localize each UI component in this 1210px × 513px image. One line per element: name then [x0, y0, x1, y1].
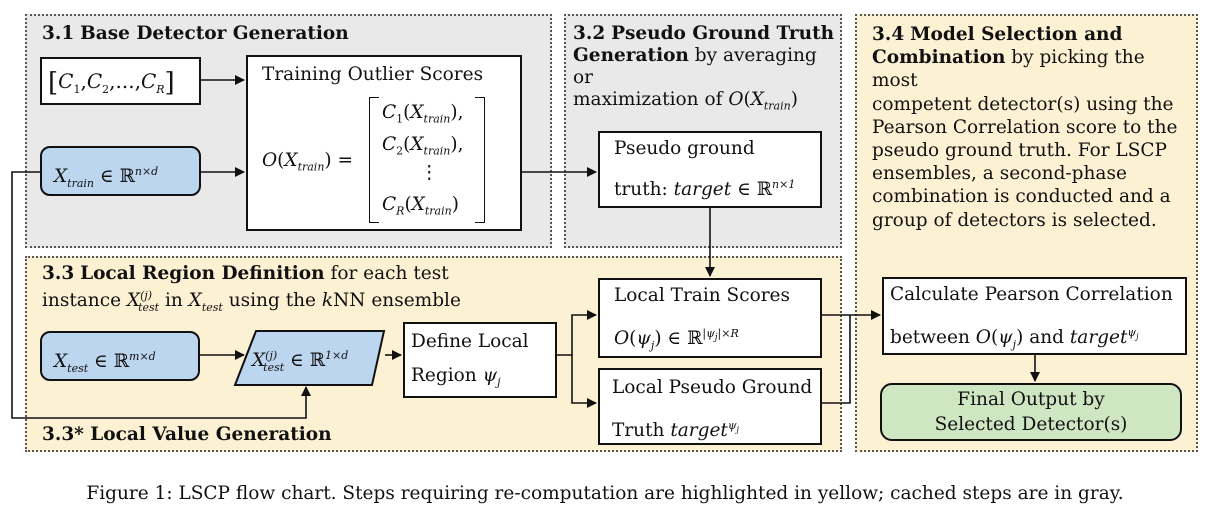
final-line2: Selected Detector(s) [934, 414, 1128, 435]
pseudo-gt-line1: Pseudo ground [614, 138, 755, 159]
matrix-bracket-mask [379, 95, 475, 225]
figure-caption: Figure 1: LSCP flow chart. Steps requiri… [86, 483, 1124, 504]
final-output-box: Final Output by Selected Detector(s) [880, 383, 1182, 441]
section-title-3-4: 3.4 Model Selection and Combination by p… [872, 24, 1178, 231]
detectors-list: [C1,C2,...,CR] [48, 68, 175, 98]
local-train-title: Local Train Scores [614, 285, 790, 306]
matrix-row-2: C2(Xtrain), [382, 134, 464, 158]
local-train-scores-box: Local Train Scores O(ψj) ∈ ℝ|ψj|×R [598, 278, 822, 358]
define-local-line1: Define Local [411, 331, 529, 352]
define-local-region-box: Define Local Region ψj [403, 322, 557, 398]
training-scores-title: Training Outlier Scores [262, 64, 484, 85]
pseudo-ground-truth-box: Pseudo ground truth: target ∈ ℝn×1 [598, 131, 822, 208]
section-title-3-2: 3.2 Pseudo Ground Truth Generation by av… [573, 23, 835, 113]
pseudo-gt-line2: truth: target ∈ ℝn×1 [614, 178, 796, 201]
calc-line1: Calculate Pearson Correlation [890, 284, 1173, 305]
matrix-row-dots: ⋮ [420, 162, 439, 183]
local-pseudo-ground-truth-box: Local Pseudo Ground Truth targetψj [598, 368, 822, 445]
matrix-row-1: C1(Xtrain), [382, 102, 464, 126]
matrix-row-r: CR(Xtrain) [382, 194, 459, 218]
detectors-box: [C1,C2,...,CR] [40, 57, 201, 105]
section-title-3-3-star: 3.3* Local Value Generation [42, 424, 332, 445]
panel-model-selection [855, 14, 1198, 452]
x-test-j-label: X(j)test ∈ ℝ1×d [252, 349, 349, 374]
x-test-box: Xtest ∈ ℝm×d [40, 331, 200, 381]
arrow-localpseudo-to-calc [822, 315, 851, 404]
arrow-xtrain-to-xtestj [11, 171, 311, 419]
local-pseudo-line2: Truth targetψj [612, 419, 739, 442]
section-title-3-3: 3.3 Local Region Definition for each tes… [42, 263, 461, 314]
x-train-box: Xtrain ∈ ℝn×d [40, 146, 201, 196]
final-line1: Final Output by [957, 389, 1105, 410]
define-local-line2: Region ψj [411, 365, 501, 389]
section-title-3-1: 3.1 Base Detector Generation [42, 23, 349, 44]
calculate-pearson-box: Calculate Pearson Correlation between O(… [882, 277, 1187, 355]
arrow-define-to-localpseudo [571, 355, 597, 408]
local-train-formula: O(ψj) ∈ ℝ|ψj|×R [614, 327, 739, 352]
calc-line2: between O(ψj) and targetψj [890, 326, 1139, 351]
training-scores-lhs: O(Xtrain) = [262, 150, 354, 174]
arrow-define-to-localtrain [557, 310, 597, 356]
training-scores-box: Training Outlier Scores O(Xtrain) = C1(X… [246, 55, 522, 231]
x-test-label: Xtest ∈ ℝm×d [54, 350, 156, 375]
x-train-label: Xtrain ∈ ℝn×d [54, 165, 159, 190]
local-pseudo-line1: Local Pseudo Ground [612, 377, 813, 398]
